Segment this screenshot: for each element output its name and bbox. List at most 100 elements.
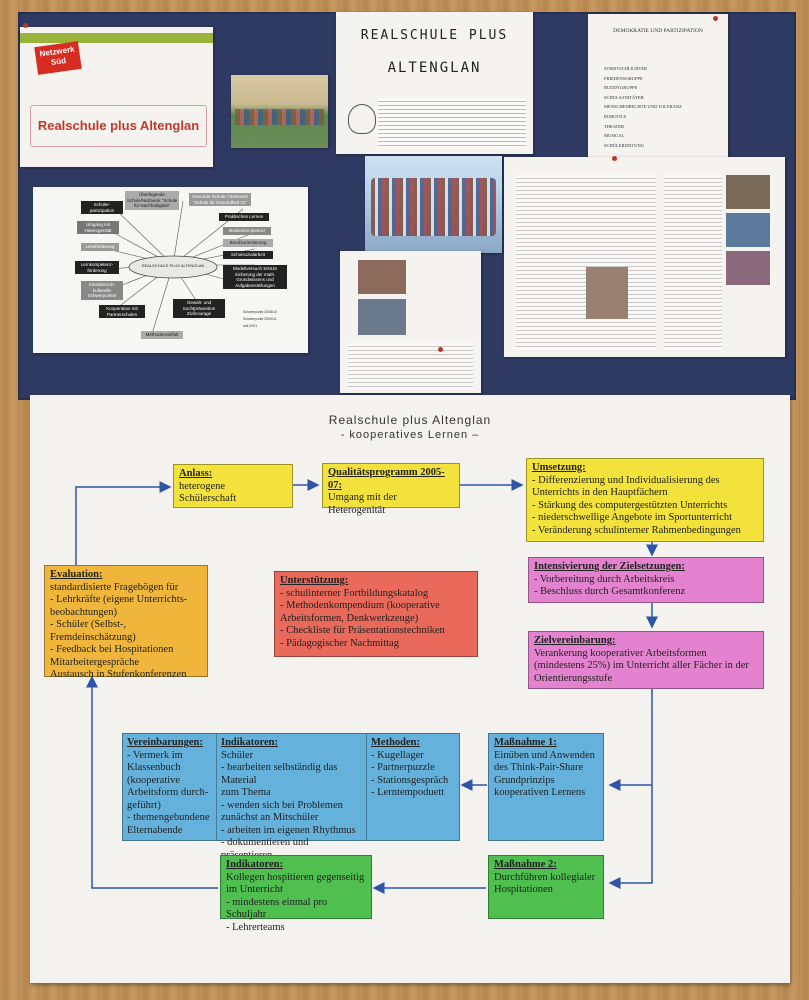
article-right-text [664, 175, 722, 350]
article-with-photos [340, 251, 481, 393]
intensivierung-box: Intensivierung der Zielsetzungen: - Vorb… [528, 557, 764, 603]
umsetzung-heading: Umsetzung: [532, 462, 586, 473]
pin-icon [713, 16, 718, 21]
qualitaet-text: Umgang mit der Heterogenität [328, 492, 397, 516]
legend-item: Schwerpunkt 2009/11 [243, 317, 277, 321]
democracy-item: THEATER [604, 123, 624, 129]
badge-line2: Süd [50, 55, 67, 67]
flyer-stripe [20, 33, 213, 43]
democracy-item: BUDDYGRUPPE [604, 85, 638, 91]
indikatoren-column: Indikatoren: Schüler - bearbeiten selbst… [217, 734, 367, 873]
mindmap-node: Gewalt- und Suchtprävention Zivilcourage [173, 299, 225, 318]
evaluation-box: Evaluation: standardisierte Fragebögen f… [44, 565, 208, 680]
group-photo-people [371, 178, 496, 236]
mindmap-node: Schulsozialarbeit [223, 251, 273, 259]
democracy-item: MENSCHENRECHTE UND TOLERANZ [604, 104, 682, 110]
mindmap-node: Künstlerisch-kulturelle Schwerpunkte [81, 281, 123, 300]
article-photo-4 [726, 175, 770, 209]
democracy-item: SCHÜLERZEITUNG [604, 142, 644, 148]
umsetzung-text: - Differenzierung und Individualisierung… [532, 474, 741, 536]
massnahme2-text: Durchführen kollegialer Hospitationen [494, 871, 596, 896]
info-sheet-title1: REALSCHULE PLUS [360, 28, 509, 43]
unterstuetzung-text: - schulinterner Fortbildungskatalog - Me… [280, 587, 445, 649]
qualitaetsprogramm-box: Qualitätsprogramm 2005-07: Umgang mit de… [322, 463, 460, 516]
intensivierung-text: - Vorbereitung durch Arbeitskreis - Besc… [534, 573, 686, 598]
mindmap-node: Umgang mit Heterogenität [77, 221, 119, 234]
newspaper-article [504, 157, 785, 357]
democracy-item: ROBOTICS [604, 113, 627, 119]
article-photo-1 [358, 260, 406, 294]
indikatoren2-text: Kollegen hospitieren gegenseitig im Unte… [226, 871, 365, 933]
mindmap-node: Überlegende Schule/Netzwerk "Schule für … [125, 191, 179, 210]
poster-subtitle: - kooperatives Lernen – [340, 429, 480, 441]
vereinbarungen-heading: Vereinbarungen: [127, 737, 203, 748]
ziel-heading: Zielvereinbarung: [534, 635, 616, 646]
cooperative-learning-poster: Realschule plus Altenglan - kooperatives… [30, 395, 790, 983]
flow-arrows [75, 479, 658, 894]
indikatoren1-heading: Indikatoren: [221, 737, 278, 748]
methoden-text: - Kugellager - Partnerpuzzle - Stationsg… [371, 749, 449, 799]
group-photo [365, 156, 502, 253]
evaluation-text: standardisierte Fragebögen für - Lehrkrä… [50, 581, 188, 681]
flyer-school-name: Realschule plus Altenglan [30, 105, 207, 147]
democracy-item: SCHULSANITÄTER [604, 94, 644, 100]
intensivierung-heading: Intensivierung der Zielsetzungen: [534, 561, 685, 572]
mindmap-node: Praktisches Lernen [219, 213, 269, 221]
mindmap-node: Modellversuch SINUS Sicherung der math. … [223, 265, 287, 289]
arrow-evaluation-anlass [75, 481, 172, 565]
realschule-info-sheet: REALSCHULE PLUS ALTENGLAN [336, 12, 533, 154]
article-photo-3 [586, 267, 628, 319]
democracy-item: MUSICAL [604, 133, 625, 139]
massnahme2-box: Maßnahme 2: Durchführen kollegialer Hosp… [488, 855, 604, 919]
poster-title: Realschule plus Altenglan [328, 413, 492, 427]
pin-icon [612, 156, 617, 161]
legend-item: seit 2001 [243, 324, 258, 328]
pin-icon [23, 23, 28, 28]
indikatoren2-heading: Indikatoren: [226, 859, 283, 870]
info-sheet-drawing [348, 104, 376, 134]
mindmap-node: Lernkompetenz-förderung [75, 261, 119, 274]
methoden-heading: Methoden: [371, 737, 420, 748]
students-photo-small [231, 75, 328, 148]
article-photo-6 [726, 251, 770, 285]
evaluation-heading: Evaluation: [50, 569, 103, 580]
arrow-indikatoren-evaluation [86, 675, 218, 889]
mindmap-node: Methodenvielfalt [141, 331, 183, 339]
article-photo-5 [726, 213, 770, 247]
netzwerk-badge: Netzwerk Süd [34, 41, 82, 75]
unterstuetzung-box: Unterstützung: - schulinterner Fortbildu… [274, 571, 478, 657]
mindmap-center: REALSCHULE PLUS ALTENGLAN [141, 263, 205, 268]
massnahme1-heading: Maßnahme 1: [494, 737, 557, 748]
mindmap-node: Berufsorientierung [223, 239, 273, 247]
mindmap-node: Kooperation mit Partnerschulen [99, 305, 145, 318]
info-sheet-text [378, 98, 526, 148]
democracy-heading: DEMOKRATIE UND PARTIZIPATION [613, 28, 703, 34]
mindmap-node: Gesunde Schule / Netzwerk "Schule für Ge… [189, 193, 251, 206]
umsetzung-box: Umsetzung: - Differenzierung und Individ… [526, 458, 764, 542]
info-sheet-title2: ALTENGLAN [387, 60, 482, 76]
ziel-text: Verankerung kooperativer Arbeitsformen (… [534, 647, 749, 684]
anlass-heading: Anlass: [179, 468, 213, 479]
qualitaet-heading: Qualitätsprogramm 2005-07: [328, 467, 445, 491]
article-photo-2 [358, 299, 406, 335]
mindmap-legend: Schwerpunkt 2008/10 Schwerpunkt 2009/11 … [243, 309, 303, 330]
massnahme1-text: Einüben und Anwenden des Think-Pair-Shar… [494, 749, 595, 799]
arrow-ziel-massnahme2 [608, 785, 653, 889]
methoden-column: Methoden: - Kugellager - Partnerpuzzle -… [367, 734, 461, 840]
anlass-box: Anlass: heterogene Schülerschaft [173, 464, 293, 508]
democracy-item: STREITSCHLICHTER [604, 66, 648, 71]
article-left-text [516, 175, 656, 350]
school-flyer: Netzwerk Süd Realschule plus Altenglan [20, 27, 213, 167]
massnahmen-table: Vereinbarungen: - Vermerk im Klassenbuch… [122, 733, 461, 873]
zielvereinbarung-box: Zielvereinbarung: Verankerung kooperativ… [528, 631, 764, 689]
massnahme2-heading: Maßnahme 2: [494, 859, 557, 870]
mindmap-node: Schüler-partizipation [81, 201, 123, 214]
mindmap-node: Leseförderung [81, 243, 119, 251]
school-profile-mindmap: REALSCHULE PLUS ALTENGLAN Schüler-partiz… [33, 187, 308, 353]
vereinbarungen-text: - Vermerk im Klassenbuch (kooperative Ar… [127, 749, 210, 836]
vereinbarungen-column: Vereinbarungen: - Vermerk im Klassenbuch… [123, 734, 217, 840]
democracy-sheet: DEMOKRATIE UND PARTIZIPATION STREITSCHLI… [588, 14, 728, 158]
anlass-text: heterogene Schülerschaft [179, 480, 237, 505]
indikatoren2-box: Indikatoren: Kollegen hospitieren gegens… [220, 855, 372, 933]
